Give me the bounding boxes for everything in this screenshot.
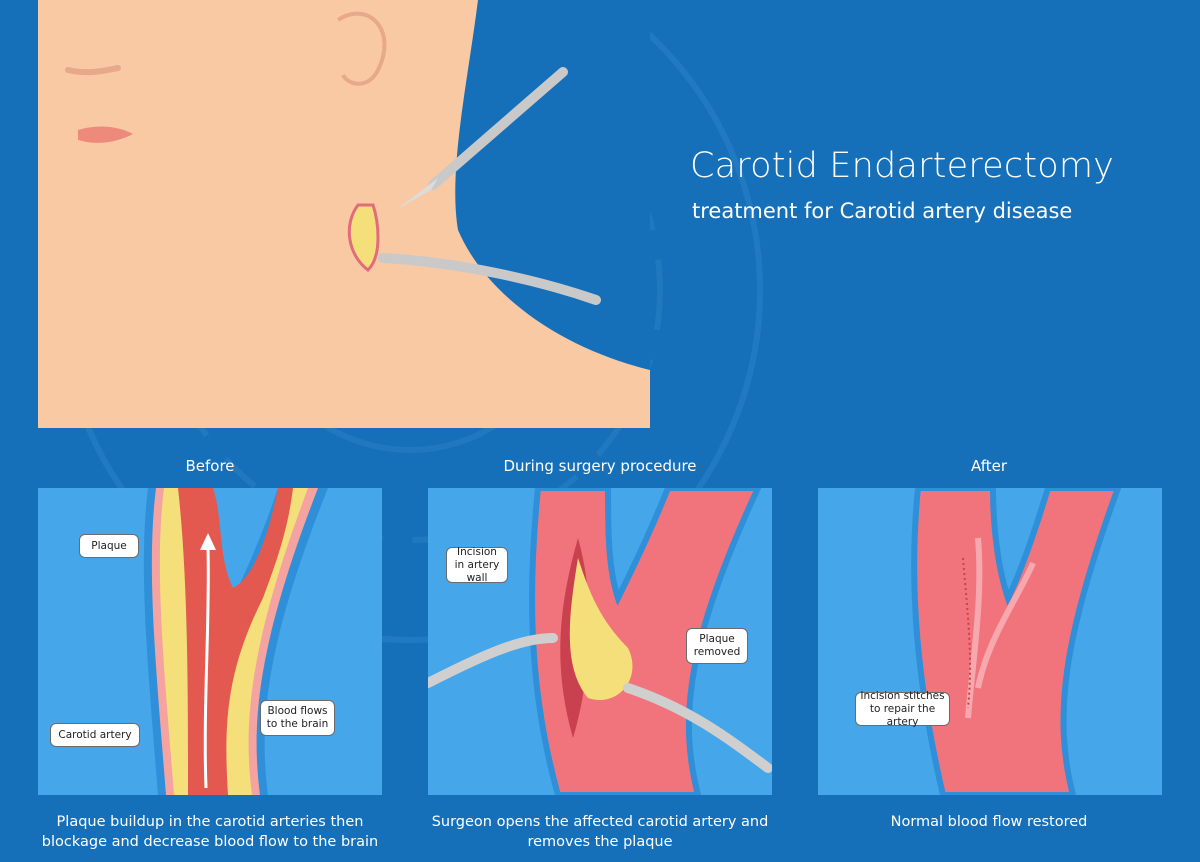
label-stitches: Incision stitches to repair the artery — [855, 690, 950, 728]
during-panel: Incision in artery wall Plaque removed — [428, 488, 772, 795]
after-caption: Normal blood flow restored — [799, 812, 1179, 832]
label-blood-flows: Blood flows to the brain — [260, 700, 335, 736]
page-subtitle: treatment for Carotid artery disease — [692, 199, 1073, 223]
page-title: Carotid Endarterectomy — [690, 146, 1115, 186]
caption-line: Surgeon opens the affected carotid arter… — [431, 814, 769, 830]
forceps-icon — [623, 683, 772, 773]
forceps-icon — [428, 633, 558, 688]
caption-line: blockage and decrease blood flow to the … — [41, 834, 379, 850]
caption-line: Plaque buildup in the carotid arteries t… — [56, 814, 364, 830]
during-caption: Surgeon opens the affected carotid arter… — [410, 812, 790, 852]
after-panel: Incision stitches to repair the artery — [818, 488, 1162, 795]
after-heading: After — [970, 457, 1008, 475]
scalpel-icon — [396, 67, 568, 210]
during-heading: During surgery procedure — [503, 457, 697, 475]
neck-surgery-illustration — [38, 0, 650, 428]
label-incision: Incision in artery wall — [446, 546, 508, 584]
artery-with-plaque-illustration — [143, 488, 328, 795]
artery-incision-illustration — [428, 488, 772, 795]
before-panel: Plaque Carotid artery Blood flows to the… — [38, 488, 382, 795]
label-plaque-removed: Plaque removed — [686, 628, 748, 664]
caption-line: removes the plaque — [527, 834, 673, 850]
forceps-icon — [378, 253, 601, 305]
before-heading: Before — [185, 457, 235, 475]
label-plaque: Plaque — [79, 534, 139, 558]
label-carotid-artery: Carotid artery — [50, 723, 140, 747]
restored-artery-illustration — [911, 488, 1122, 795]
before-caption: Plaque buildup in the carotid arteries t… — [20, 812, 400, 852]
caption-line: Normal blood flow restored — [890, 814, 1088, 830]
